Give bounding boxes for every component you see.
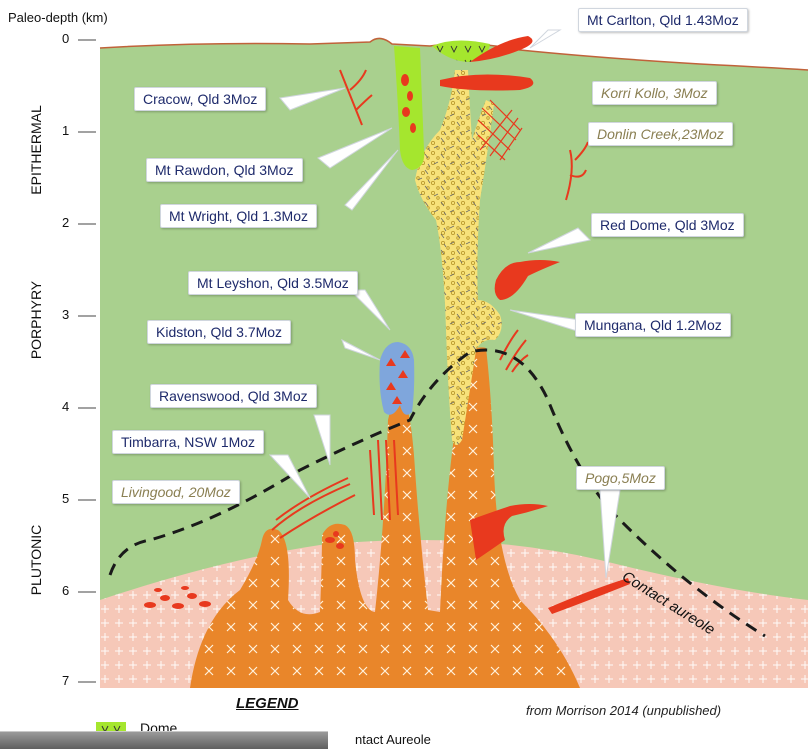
legend-title: LEGEND — [236, 695, 299, 712]
source-note: from Morrison 2014 (unpublished) — [526, 703, 721, 718]
zone-porphyry: PORPHYRY — [28, 278, 44, 362]
deposit-label-livingood: Livingood, 20Moz — [112, 480, 240, 504]
deposit-label-ravenswood: Ravenswood, Qld 3Moz — [150, 384, 317, 408]
deposit-label-red-dome: Red Dome, Qld 3Moz — [591, 213, 744, 237]
deposit-label-mt-rawdon: Mt Rawdon, Qld 3Moz — [146, 158, 303, 182]
deposit-label-mt-wright: Mt Wright, Qld 1.3Moz — [160, 204, 317, 228]
deposit-label-donlin-creek: Donlin Creek,23Moz — [588, 122, 733, 146]
zone-plutonic: PLUTONIC — [28, 518, 44, 602]
deposit-label-pogo: Pogo,5Moz — [576, 466, 665, 490]
deposit-label-mungana: Mungana, Qld 1.2Moz — [575, 313, 731, 337]
deposit-label-korri-kollo: Korri Kollo, 3Moz — [592, 81, 717, 105]
deposit-label-mt-leyshon: Mt Leyshon, Qld 3.5Moz — [188, 271, 358, 295]
legend-item-contact-aureole: ntact Aureole — [355, 732, 431, 747]
deposit-label-kidston: Kidston, Qld 3.7Moz — [147, 320, 291, 344]
deposit-label-mt-carlton: Mt Carlton, Qld 1.43Moz — [578, 8, 748, 32]
zone-epithermal: EPITHERMAL — [28, 102, 44, 198]
deposit-label-timbarra: Timbarra, NSW 1Moz — [112, 430, 264, 454]
overlay-bar — [0, 731, 328, 749]
deposit-label-cracow: Cracow, Qld 3Moz — [134, 87, 266, 111]
